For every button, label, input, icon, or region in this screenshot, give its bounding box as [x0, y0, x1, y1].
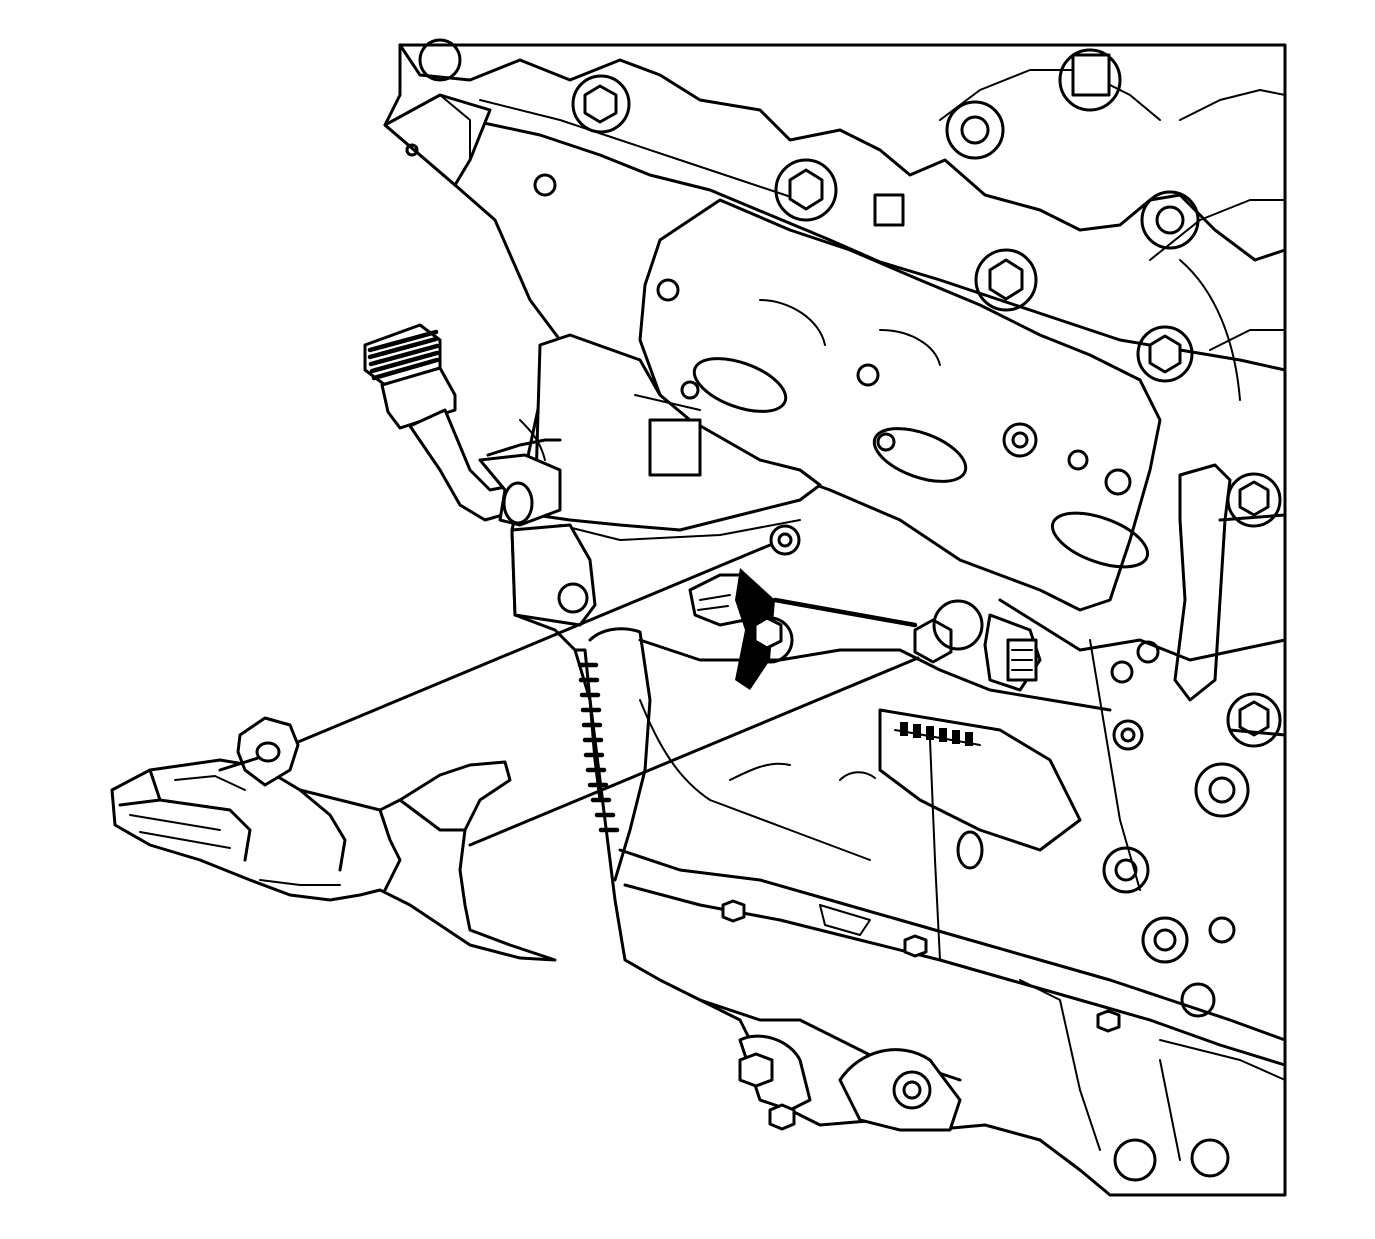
tube-thread	[367, 329, 440, 381]
knock-sensor	[688, 568, 918, 690]
stamp-plate-glyphs	[900, 722, 973, 746]
leader-lines	[296, 524, 920, 847]
shield-bolt	[913, 599, 1042, 692]
heat-shield	[110, 716, 557, 962]
balancer-teeth	[577, 662, 620, 833]
oil-tube	[363, 323, 562, 527]
engine-block	[383, 38, 1287, 1197]
head-bolt-group	[418, 38, 1200, 383]
